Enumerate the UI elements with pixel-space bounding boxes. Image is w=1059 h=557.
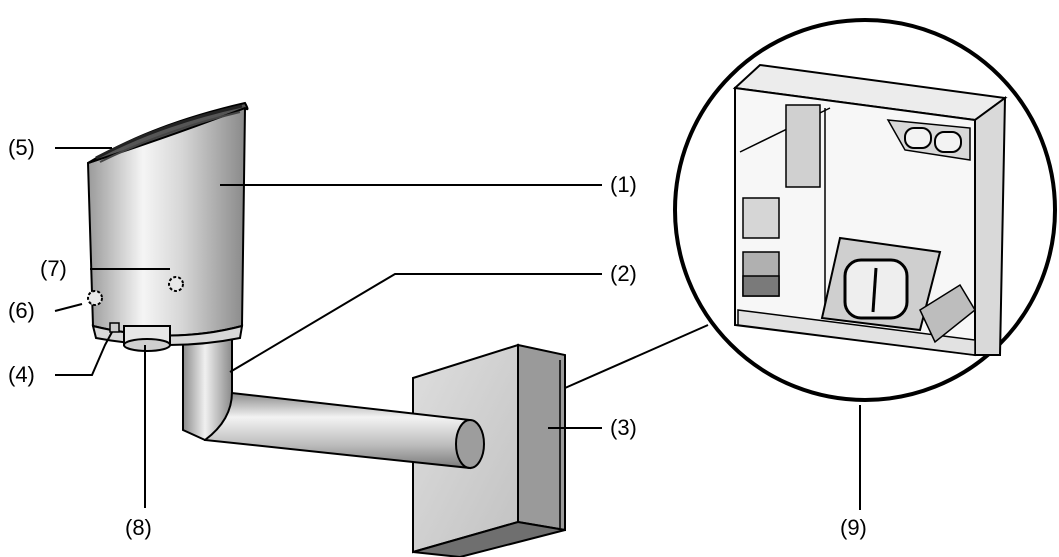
sensor-housing (86, 101, 249, 352)
callout-3: (3) (610, 415, 637, 440)
mounting-arm (182, 314, 485, 470)
callout-1: (1) (610, 172, 637, 197)
detail-magnifier (673, 18, 1057, 402)
callout-5: (5) (8, 135, 35, 160)
callout-2: (2) (610, 261, 637, 286)
leader-lines (54, 147, 861, 510)
callout-8: (8) (125, 515, 152, 540)
callout-6: (6) (8, 298, 35, 323)
callout-7: (7) (40, 256, 67, 281)
callout-4: (4) (8, 362, 35, 387)
callout-9: (9) (840, 515, 867, 540)
